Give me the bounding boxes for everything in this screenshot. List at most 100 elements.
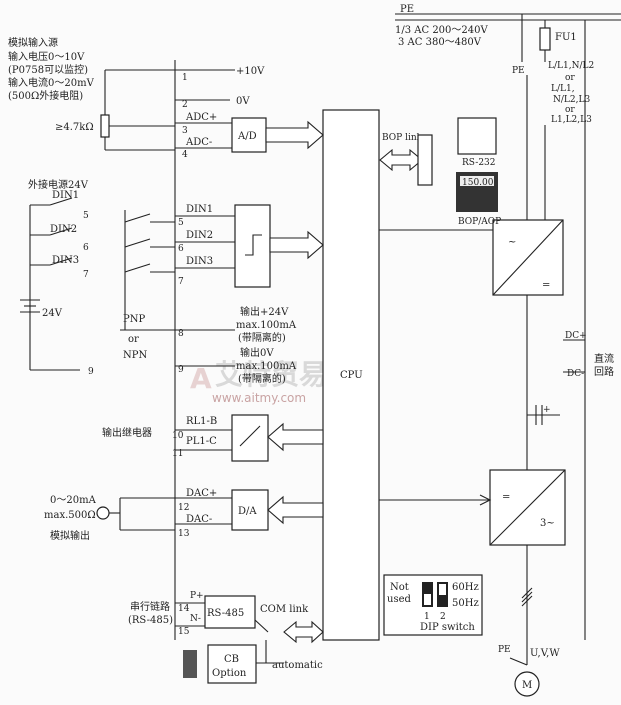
out0v-line3: (带隔离的) [238, 372, 286, 385]
serial-label1: 串行链路 [130, 600, 170, 613]
bop-connector [417, 134, 433, 186]
schmitt-icon [245, 234, 262, 256]
pin-3: 3 [182, 126, 188, 136]
dip-used-label: used [387, 594, 411, 605]
serial-label2: (RS-485) [128, 615, 173, 626]
pin-9: 9 [178, 365, 184, 375]
pin-6: 6 [178, 244, 184, 254]
terminal-line6: L1,L2,L3 [551, 115, 592, 125]
ad-to-cpu-arrow [265, 120, 324, 150]
pin-7: 7 [178, 277, 184, 287]
dc-loop-label1: 直流 [594, 352, 614, 365]
inverter-dc-symbol: = [502, 492, 510, 503]
ext-din2: DIN2 [50, 224, 77, 235]
terminal-line2: or [565, 73, 575, 83]
relay-label: 输出继电器 [102, 426, 152, 439]
cb-label: CB [224, 654, 239, 665]
watermark-logo: A [190, 362, 212, 395]
pin-14: 14 [178, 604, 190, 614]
relay-contact-icon [239, 425, 261, 447]
supply-line2: 3 AC 380～480V [398, 37, 482, 48]
analog-monitor: (P0758可以监控) [8, 63, 88, 76]
automatic-label: automatic [272, 660, 323, 671]
cpu-label: CPU [340, 370, 363, 381]
pin-1: 1 [182, 73, 188, 83]
cb-option-block [207, 644, 257, 684]
potentiometer-icon [100, 114, 110, 138]
pin-12: 12 [178, 503, 189, 513]
inverter-ac-symbol: 3~ [540, 518, 555, 529]
rectifier-dc-symbol: = [542, 280, 550, 291]
bop-link-arrow [379, 148, 423, 172]
terminal-line1: L/L1,N/L2 [548, 61, 594, 71]
supply-line1: 1/3 AC 200～240V [395, 25, 488, 36]
bop-link-label: BOP link [382, 133, 423, 143]
ad-label: A/D [237, 131, 257, 142]
fuse-icon [539, 27, 551, 51]
cb-connector-icon [183, 650, 197, 678]
dip-num-2: 2 [440, 612, 446, 622]
din-to-cpu-arrow [269, 230, 324, 260]
dip-num-1: 1 [424, 612, 430, 622]
dip-title: DIP switch [420, 622, 475, 633]
watermark-url: www.aitmy.com [212, 391, 306, 405]
rs485-block [204, 595, 256, 629]
motor-label: M [522, 680, 532, 691]
capacitor-plus: + [543, 405, 551, 415]
out24v-line3: (带隔离的) [238, 331, 286, 344]
ext-power-title: 外接电源24V [28, 178, 89, 191]
dip-not-label: Not [390, 582, 409, 593]
cpu-block [322, 109, 380, 641]
din2-label: DIN2 [186, 230, 213, 241]
pin-5: 5 [178, 218, 184, 228]
rs232-icon [457, 117, 497, 155]
ext-din1-pin: 5 [83, 211, 89, 221]
pin-8: 8 [178, 329, 184, 339]
cpu-to-relay-arrow [267, 422, 324, 452]
fuse-label: FU1 [555, 32, 577, 43]
com-link-arrow [283, 620, 324, 644]
rs485-label: RS-485 [207, 608, 244, 619]
or-label: or [128, 334, 139, 345]
pnp-label: PNP [123, 314, 145, 325]
pin-2: 2 [182, 100, 188, 110]
terminal-line5: or [565, 105, 575, 115]
option-label: Option [212, 668, 247, 679]
da-label: D/A [238, 506, 257, 517]
pin-label-p-plus: P+ [190, 591, 204, 601]
motor-terminals: U,V,W [530, 648, 560, 659]
cpu-to-da-arrow [267, 495, 324, 525]
com-switch-icon [254, 619, 269, 633]
pin-label-dac-minus: DAC- [186, 514, 212, 525]
com-link-label: COM link [260, 604, 309, 615]
dc-loop-label2: 回路 [594, 365, 614, 378]
dc-minus-label: DC- [567, 369, 584, 379]
ext-din1: DIN1 [52, 190, 79, 201]
pin-10: 10 [172, 431, 184, 441]
pin-label-n-minus: N- [190, 614, 201, 624]
ext-pin-9: 9 [88, 367, 94, 377]
pe-bottom-label: PE [498, 645, 511, 655]
watermark-brand: 艾特贸易 [215, 358, 327, 391]
rs232-label: RS-232 [462, 158, 496, 168]
analog-resistor: (500Ω外接电阻) [8, 89, 83, 102]
pot-value: ≥4.7kΩ [55, 122, 94, 133]
din1-label: DIN1 [186, 204, 213, 215]
pe-mid-label: PE [512, 66, 525, 76]
pin-label-adc-plus: ADC+ [185, 112, 217, 123]
out24v-line1: 输出+24V [240, 305, 289, 318]
pin-4: 4 [182, 150, 188, 160]
analog-current: 输入电流0～20mV [8, 76, 95, 89]
ext-din3: DIN3 [52, 255, 79, 266]
da-block [231, 489, 269, 531]
dc-plus-label: DC+ [565, 331, 587, 341]
pin-label-rl1b: RL1-B [186, 416, 217, 427]
aout-max: max.500Ω [44, 510, 96, 521]
bop-display: 150.00 [462, 178, 494, 188]
ext-din3-pin: 7 [83, 270, 89, 280]
ext-power-voltage: 24V [42, 308, 63, 319]
terminal-line4: N/L2,L3 [553, 95, 590, 105]
motor-icon [514, 671, 540, 697]
